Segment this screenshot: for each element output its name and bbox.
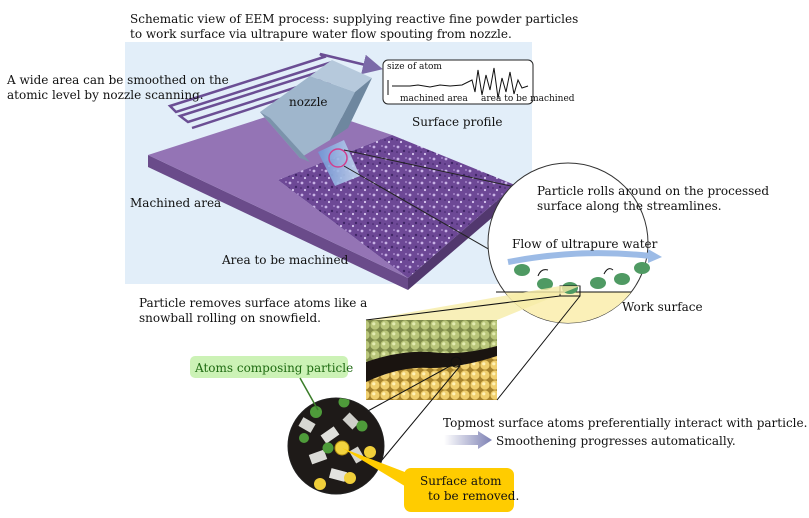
work-surface-label: Work surface: [622, 300, 703, 314]
wide-area-line-2: atomic level by nozzle scanning.: [7, 88, 204, 102]
surface-atom-line-2: to be removed.: [428, 489, 520, 503]
area-to-be-machined-small-label: area to be machined: [481, 94, 575, 104]
surface-atom-line-1: Surface atom: [420, 474, 502, 488]
nozzle-side: [330, 78, 372, 140]
particle: [537, 278, 553, 290]
zoom-wedge: [366, 286, 580, 320]
slab-side-right: [408, 185, 515, 290]
machined-area-label: Machined area: [130, 196, 222, 210]
zoom-line-small: [354, 364, 453, 419]
particle: [634, 262, 650, 274]
particle: [614, 273, 630, 285]
nozzle-front-edge: [260, 112, 310, 162]
zoom-line-small-2: [381, 365, 461, 461]
connector-top: [343, 149, 521, 189]
snowball-line-2: snowball rolling on snowfield.: [139, 311, 321, 325]
flow-label: Flow of ultrapure water: [512, 237, 658, 251]
particle-rolls-line-2: surface along the streamlines.: [537, 199, 722, 213]
rotation-arrow: [537, 269, 549, 277]
atoms-composing-label: Atoms composing particle: [195, 361, 354, 375]
zoom-line-left: [365, 295, 561, 321]
rotation-arrow: [603, 268, 614, 275]
yellow-callout-pointer: [342, 448, 410, 488]
particle: [590, 277, 606, 289]
area-to-be-machined-label: Area to be machined: [222, 253, 349, 267]
zoom-line-right: [496, 295, 581, 401]
water-jet: [318, 140, 360, 186]
surface-profile-box: [382, 59, 534, 105]
zoom-small-ring: [450, 356, 462, 368]
smoothening-arrow: [444, 431, 492, 449]
nozzle-label: nozzle: [289, 95, 328, 109]
wide-area-line-1: A wide area can be smoothed on the: [7, 73, 229, 87]
smoothening-label: Smoothening progresses automatically.: [496, 434, 736, 448]
size-of-atom-label: size of atom: [387, 62, 442, 72]
atoms-composing-callout: [190, 356, 348, 378]
particle-rolls-line-1: Particle rolls around on the processed: [537, 184, 770, 198]
machined-area-small-label: machined area: [400, 94, 468, 104]
nozzle-roof: [310, 60, 372, 92]
particle: [514, 264, 530, 276]
topmost-label: Topmost surface atoms preferentially int…: [443, 416, 808, 430]
slab-side-front: [148, 155, 408, 290]
surface-atom-callout: [404, 468, 514, 512]
flow-arrow: [507, 250, 651, 265]
profile-trace: [392, 67, 529, 99]
snowball-line-1: Particle removes surface atoms like a: [139, 296, 368, 310]
title-line-1: Schematic view of EEM process: supplying…: [130, 12, 579, 26]
surface-profile-label: Surface profile: [412, 115, 503, 129]
green-callout-pointer: [299, 377, 319, 411]
jet-target-ring: [328, 148, 348, 168]
title-line-2: to work surface via ultrapure water flow…: [130, 27, 512, 41]
particle-atoms: [366, 320, 497, 362]
surface-atoms: [366, 356, 497, 400]
flow-arrowhead: [648, 249, 662, 263]
